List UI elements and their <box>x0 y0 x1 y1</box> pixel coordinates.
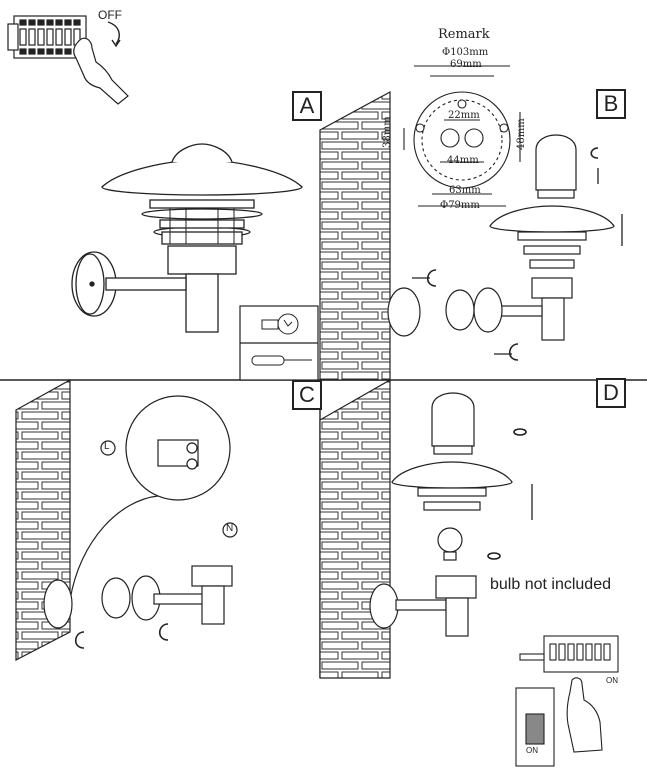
neutral-wire-label: N <box>226 523 234 534</box>
shade-b <box>489 205 615 269</box>
dimension-22: 22mm <box>448 110 480 121</box>
bulb-not-included-note: bulb not included <box>490 576 611 593</box>
clips-d <box>487 428 527 560</box>
wiring-detail <box>69 395 238 601</box>
dimension-69: 69mm <box>450 59 482 70</box>
mount-plate-diagram <box>403 65 521 207</box>
panel-label-d: D <box>596 378 626 408</box>
bulb-d <box>437 527 463 561</box>
on-label-breaker: ON <box>606 676 618 685</box>
wall-top <box>319 90 391 381</box>
dimension-outer-diameter: Φ103mm <box>442 47 489 58</box>
dimension-38: 38mm <box>382 116 393 148</box>
lamp-d <box>369 575 477 637</box>
dimension-48: 48mm <box>516 118 527 150</box>
off-label: OFF <box>98 8 122 22</box>
on-label-switch: ON <box>526 746 538 755</box>
arm-b <box>387 277 573 341</box>
dimension-inner-diameter: Φ79mm <box>440 200 480 211</box>
dimension-44: 44mm <box>447 155 479 166</box>
live-wire-label: L <box>104 441 110 452</box>
tools-box <box>239 305 319 381</box>
screwdriver-icon <box>251 355 312 366</box>
bulb-tool-icon <box>261 313 299 335</box>
wall-d <box>319 378 391 679</box>
arrows-b <box>412 168 623 355</box>
panel-label-c: C <box>292 380 322 410</box>
glass-cover-d <box>431 392 475 455</box>
hand-outline <box>73 37 129 105</box>
clips-b <box>426 147 599 361</box>
hand-on <box>566 677 603 753</box>
off-arrow <box>107 21 120 45</box>
shade-d <box>391 461 513 511</box>
lamp-c <box>43 565 233 629</box>
remark-title: Remark <box>438 27 490 42</box>
assembled-lamp <box>71 143 303 333</box>
breaker-panel-off <box>7 15 87 59</box>
panel-label-b: B <box>596 89 626 119</box>
breaker-panel-on <box>519 635 619 673</box>
panel-label-a: A <box>292 91 322 121</box>
clips-c <box>74 623 169 649</box>
switch-on <box>515 687 555 767</box>
dimension-63: 63mm <box>449 185 481 196</box>
glass-cover-b <box>535 134 577 199</box>
